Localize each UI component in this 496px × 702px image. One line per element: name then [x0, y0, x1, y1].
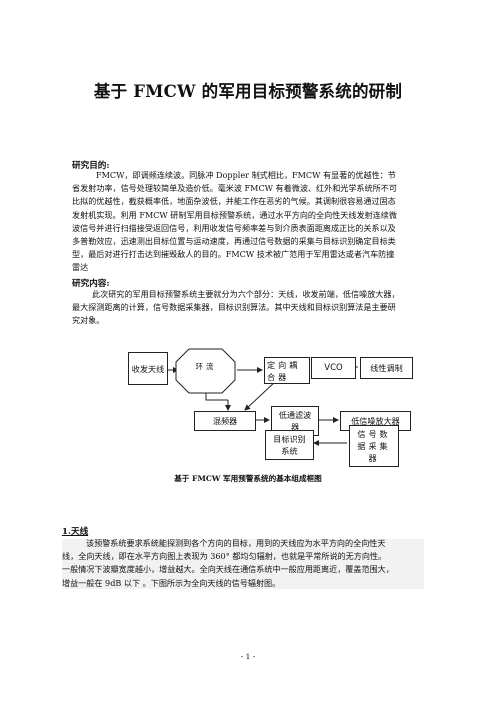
- purpose-line: 省发射功率，信号处理较简单及造价低。毫米波 FMCW 有着微波、红外和光学系统所…: [72, 183, 397, 194]
- block-vco: VCO: [311, 357, 356, 379]
- purpose-line: 多普勒效应，迅速测出目标位置与运动速度，再通过信号数据的采集与目标识别确定目标类: [72, 236, 396, 247]
- block-modulation: 线性调制: [360, 357, 413, 379]
- block-vco-label: VCO: [324, 363, 343, 373]
- content-line: 此次研究的军用目标预警系统主要就分为六个部分：天线，收发前端，低信噪放大器，: [92, 289, 400, 299]
- content-line: 最大探测距离的计算，信号数据采集器，目标识别算法。其中天线和目标识别算法是主要研: [72, 302, 396, 313]
- purpose-line: 发射机实现。利用 FMCW 研制军用目标预警系统，通过水平方向的全向性天线发射连…: [72, 209, 397, 220]
- section1-line: 一般情况下波瓣宽度越小，增益越大。全向天线在通信系统中一般应用距离近，覆盖范围大…: [62, 564, 394, 575]
- block-coupler-label: 定向耦合器: [267, 359, 301, 382]
- section1-paragraph: 该预警系统要求系统能探测到各个方向的目标，用到的天线应为水平方向的全向性天 线，…: [62, 537, 424, 590]
- section1-line: 增益一般在 9dB 以下 。下图所示为全向天线的信号辐射图。: [62, 577, 281, 588]
- block-lna-label: 低信噪放大器: [351, 416, 400, 426]
- block-modulation-label: 线性调制: [370, 363, 403, 373]
- line-circulator-mixer: [205, 393, 228, 401]
- purpose-line: 雷达: [72, 262, 89, 273]
- content-line: 究对象。: [72, 315, 105, 326]
- block-mixer: 混频器: [194, 411, 256, 431]
- block-circulator-label: 环流: [195, 362, 217, 371]
- block-daq-label: 信号数据采集器: [357, 429, 391, 463]
- arrow-coupler-mixer: [244, 379, 278, 411]
- block-recognition-label: 目标识别系统: [273, 434, 306, 456]
- section1-line: 该预警系统要求系统能探测到各个方向的目标，用到的天线应为水平方向的全向性天: [86, 538, 386, 548]
- page-title: 基于 FMCW 的军用目标预警系统的研制: [93, 82, 403, 101]
- block-coupler: 定向耦合器: [264, 357, 310, 384]
- section1-line: 线，全向天线，即在水平方向图上表现为 360° 都均匀辐射，也就是平常所说的无方…: [62, 551, 387, 562]
- block-recognition: 目标识别系统: [265, 430, 314, 460]
- page-number: - 1 -: [240, 652, 256, 661]
- block-mixer-label: 混频器: [212, 416, 238, 426]
- content-heading: 研究内容:: [72, 279, 110, 289]
- purpose-line: 型，最后对进行打击达到摧毁敌人的目的。FMCW 技术被广范用于军用雷达或者汽车防…: [72, 249, 395, 260]
- section1-background: [62, 539, 424, 589]
- purpose-line: FMCW，即调频连续波。同脉冲 Doppler 制式相比，FMCW 有显著的优越…: [96, 170, 396, 180]
- section1-heading: 1.天线: [62, 527, 89, 537]
- content-paragraph: 此次研究的军用目标预警系统主要就分为六个部分：天线，收发前端，低信噪放大器， 最…: [72, 288, 424, 328]
- purpose-line: 比拟的优越性，截获概率低，地面杂波低，并能工作在恶劣的气候。其调制很容易通过固态: [72, 196, 396, 207]
- block-lpf: 低通滤波器: [271, 406, 319, 436]
- circulator-shape: [175, 348, 236, 394]
- purpose-line: 波信号并进行扫描接受返回信号，利用收发信号频率差与到介质表面距离成正比的关系以及: [72, 222, 396, 233]
- purpose-paragraph: FMCW，即调频连续波。同脉冲 Doppler 制式相比，FMCW 有显著的优越…: [72, 169, 424, 275]
- diagram-caption: 基于 FMCW 军用预警系统的基本组成框图: [174, 474, 322, 483]
- block-antenna: 收发天线: [128, 352, 168, 385]
- block-lpf-label: 低通滤波器: [278, 410, 312, 432]
- block-daq: 信号数据采集器: [349, 425, 399, 467]
- block-antenna-label: 收发天线: [131, 363, 165, 374]
- purpose-heading: 研究目的:: [72, 161, 110, 171]
